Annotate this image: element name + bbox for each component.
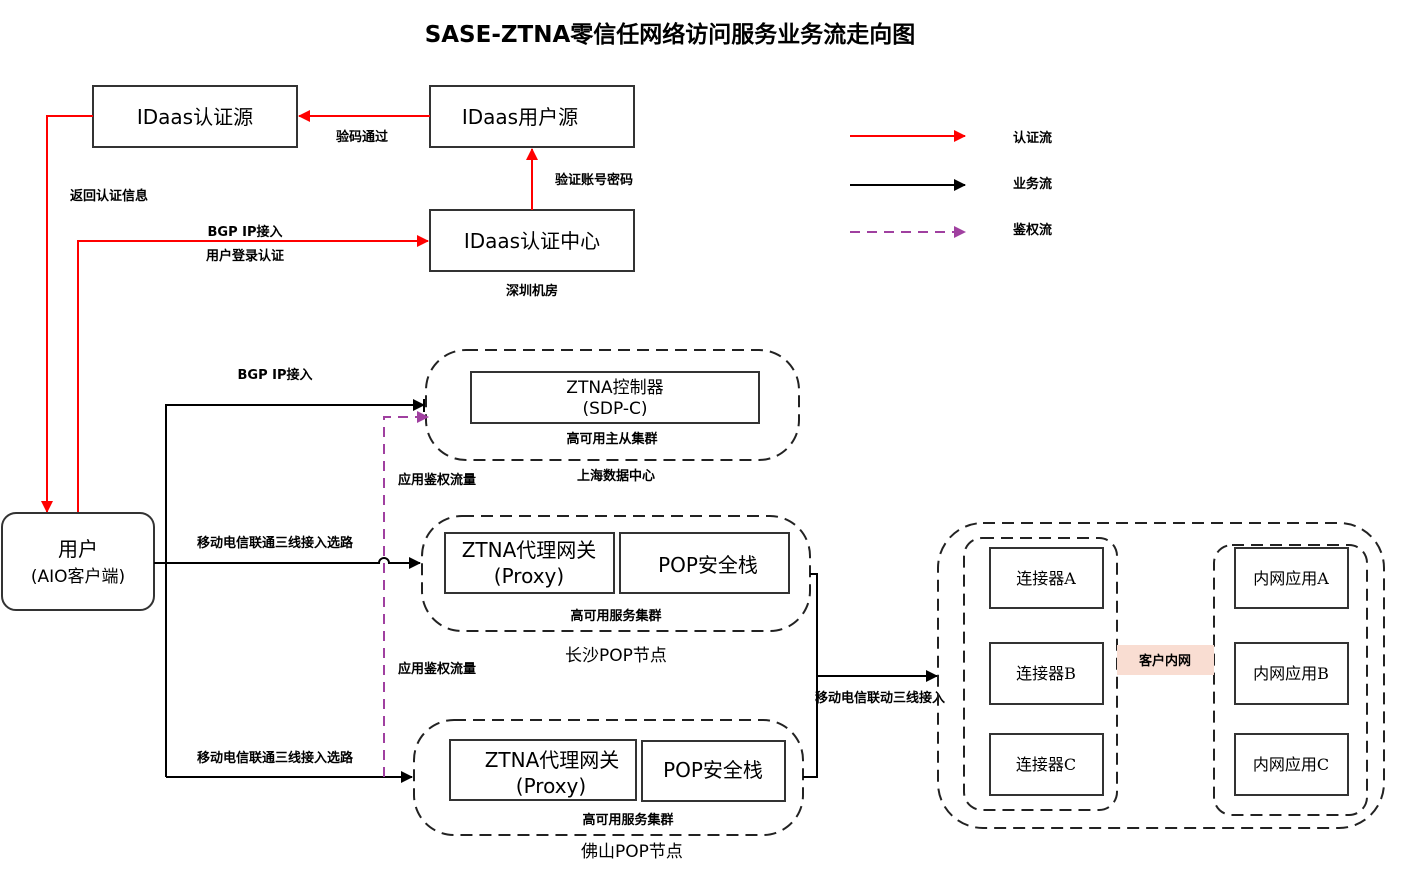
changsha-proxy-node[interactable] — [444, 532, 615, 594]
edge-label-bgp-controller: BGP IP接入 — [238, 367, 313, 383]
idaas-auth-center-node[interactable]: IDaas认证中心 — [429, 209, 635, 272]
intranet-app-group — [1213, 544, 1368, 816]
edge-return-auth-info — [41, 115, 93, 513]
edge-label-verify-pass: 验码通过 — [336, 129, 388, 145]
connector-a-node[interactable] — [989, 547, 1104, 609]
ztna-controller-sub-label: (SDP-C) — [582, 399, 647, 419]
edge-app-auth-traffic — [383, 411, 429, 777]
edge-label-return-auth-info: 返回认证信息 — [70, 188, 148, 204]
edge-label-bgp-login-2: 用户登录认证 — [205, 248, 284, 264]
connector-c-label: 连接器C — [1016, 755, 1076, 774]
intranet-app-a-node[interactable] — [1234, 547, 1349, 609]
idaas-user-source-node[interactable]: IDaas用户源 — [429, 85, 635, 148]
customer-intranet-badge — [1117, 645, 1214, 675]
changsha-cluster-label: 高可用服务集群 — [570, 608, 661, 624]
customer-intranet-label: 客户内网 — [1139, 653, 1191, 669]
foshan-pop-stack-label: POP安全栈 — [663, 758, 763, 782]
changsha-pop-stack-node[interactable] — [619, 532, 790, 594]
foshan-cluster-label: 高可用服务集群 — [582, 812, 673, 828]
changsha-pop-stack-label: POP安全栈 — [658, 553, 758, 577]
idaas-auth-source-label: IDaas认证源 — [137, 105, 253, 129]
idaas-auth-source-node[interactable]: IDaas认证源 — [92, 85, 298, 148]
user-client-label: (AIO客户端) — [31, 567, 125, 587]
intranet-app-b-label: 内网应用B — [1253, 664, 1329, 683]
idaas-user-source-label: IDaas用户源 — [462, 105, 578, 129]
foshan-proxy-node[interactable] — [449, 739, 637, 801]
intranet-app-c-node[interactable] — [1234, 733, 1349, 796]
connector-group — [963, 537, 1118, 811]
diagram-title: SASE-ZTNA零信任网络访问服务业务流走向图 — [425, 21, 916, 48]
customer-intranet-group: 客户内网 连接器A 连接器B 连接器C 内网应用A 内网应用B 内网应用C — [937, 522, 1385, 829]
foshan-proxy-sub-label: (Proxy) — [516, 774, 586, 798]
user-node[interactable]: 用户 (AIO客户端) — [1, 512, 155, 611]
intranet-app-a-label: 内网应用A — [1253, 569, 1329, 588]
connector-a-label: 连接器A — [1016, 569, 1076, 588]
edge-label-app-auth-traffic-2: 应用鉴权流量 — [398, 661, 476, 677]
connector-b-node[interactable] — [989, 642, 1104, 705]
intranet-app-c-label: 内网应用C — [1253, 755, 1329, 774]
foshan-pop-stack-node[interactable] — [641, 740, 786, 802]
controller-site-label: 上海数据中心 — [577, 468, 655, 484]
ztna-controller-label: ZTNA控制器 — [566, 378, 663, 398]
edge-label-three-line-changsha: 移动电信联通三线接入选路 — [197, 535, 354, 551]
edge-three-line-changsha — [154, 557, 421, 569]
controller-cluster-label: 高可用主从集群 — [566, 431, 657, 447]
changsha-proxy-sub-label: (Proxy) — [494, 564, 564, 588]
foshan-pop-group: ZTNA代理网关 (Proxy) POP安全栈 高可用服务集群 — [413, 719, 804, 836]
edge-label-three-line-intranet: 移动电信联动三线接入 — [815, 690, 945, 706]
edge-bgp-controller — [165, 399, 425, 777]
changsha-site-label: 长沙POP节点 — [565, 646, 667, 666]
legend-business-label: 业务流 — [1013, 176, 1052, 192]
user-label: 用户 — [58, 537, 98, 561]
connector-b-label: 连接器B — [1016, 664, 1076, 683]
connector-c-node[interactable] — [989, 733, 1104, 796]
ztna-controller-node[interactable] — [470, 371, 760, 424]
intranet-app-b-node[interactable] — [1234, 642, 1349, 705]
foshan-site-label: 佛山POP节点 — [581, 842, 683, 862]
legend-auth-label: 认证流 — [1013, 130, 1052, 146]
auth-center-site-label: 深圳机房 — [506, 283, 558, 299]
legend: 认证流 业务流 鉴权流 — [850, 130, 1052, 238]
edge-bgp-login — [77, 235, 429, 512]
edge-label-bgp-login-1: BGP IP接入 — [208, 224, 283, 240]
edge-pop-trunk — [803, 573, 818, 778]
edge-label-app-auth-traffic-1: 应用鉴权流量 — [398, 472, 476, 488]
foshan-proxy-label: ZTNA代理网关 — [485, 748, 620, 772]
legend-authz-label: 鉴权流 — [1012, 222, 1052, 238]
edge-label-verify-account: 验证账号密码 — [555, 172, 633, 188]
edge-label-three-line-foshan: 移动电信联通三线接入选路 — [197, 750, 354, 766]
controller-group: ZTNA控制器 (SDP-C) 高可用主从集群 — [425, 349, 800, 461]
changsha-pop-group: ZTNA代理网关 (Proxy) POP安全栈 高可用服务集群 — [421, 515, 811, 632]
idaas-auth-center-label: IDaas认证中心 — [464, 229, 600, 253]
changsha-proxy-label: ZTNA代理网关 — [462, 538, 597, 562]
